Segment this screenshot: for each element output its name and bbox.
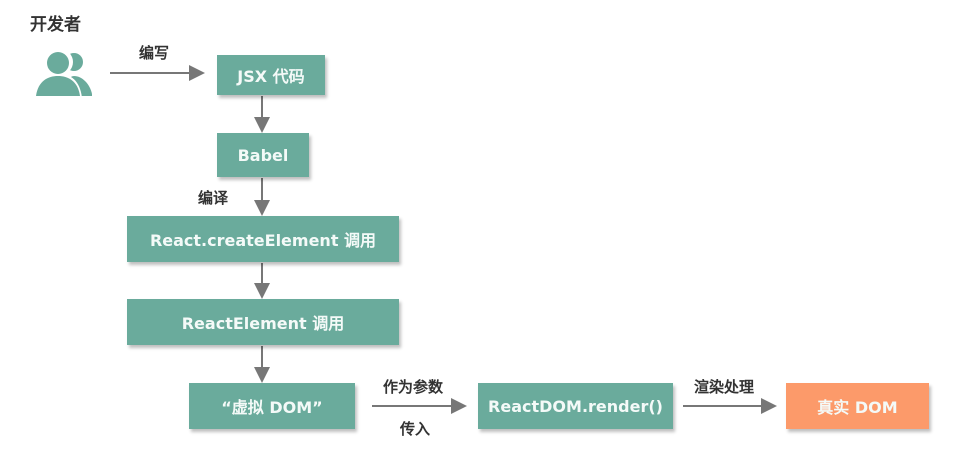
node-virtual-dom: “虚拟 DOM” xyxy=(189,383,355,429)
node-react-element: ReactElement 调用 xyxy=(127,299,399,345)
node-create-element: React.createElement 调用 xyxy=(127,216,399,262)
node-real-dom: 真实 DOM xyxy=(786,383,929,429)
node-babel: Babel xyxy=(217,133,309,177)
edge-label-write: 编写 xyxy=(139,44,170,62)
edge-label-pass-in: 传入 xyxy=(400,420,431,438)
node-jsx-code: JSX 代码 xyxy=(217,55,325,95)
edge-label-render-process: 渲染处理 xyxy=(694,378,755,396)
users-icon xyxy=(36,49,92,98)
developer-title: 开发者 xyxy=(30,15,81,35)
edge-label-as-param: 作为参数 xyxy=(383,378,444,396)
node-reactdom-render: ReactDOM.render() xyxy=(478,383,673,429)
edge-label-compile: 编译 xyxy=(198,189,229,207)
